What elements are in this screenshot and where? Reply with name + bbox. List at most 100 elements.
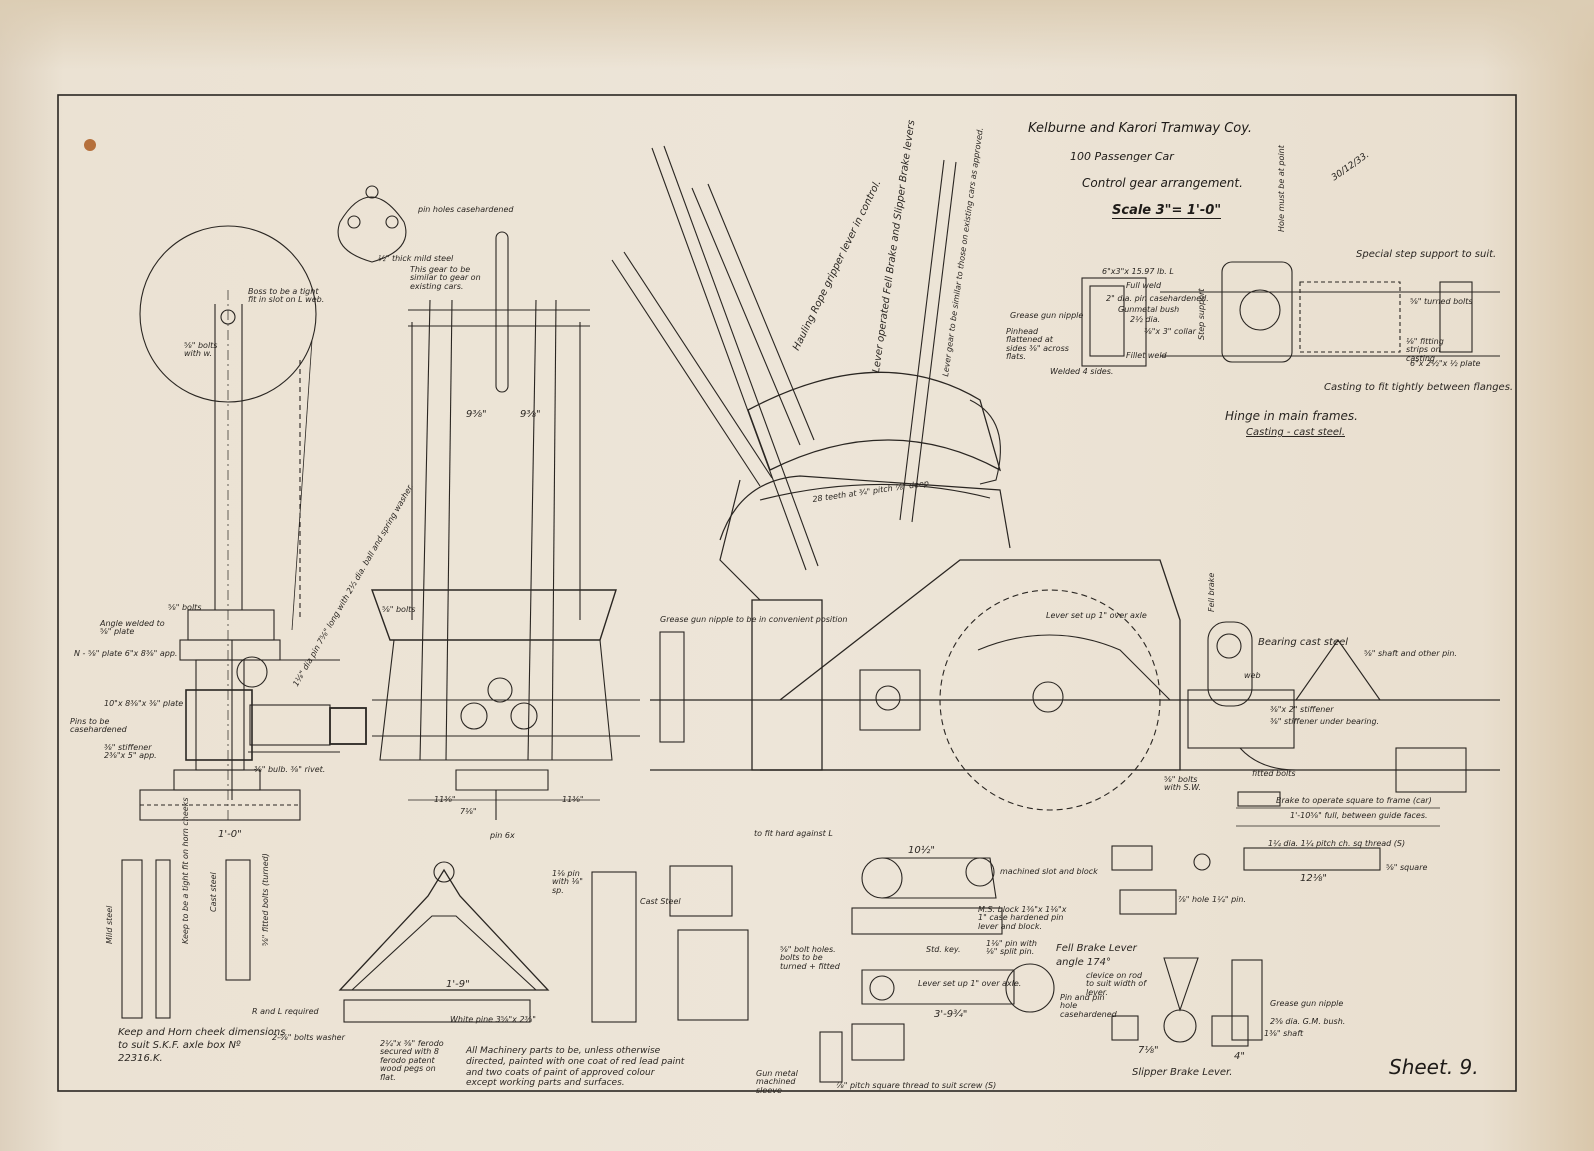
ferodo-note: 2¼"x ⅜" ferodo secured with 8 ferodo pat… [380,1039,444,1082]
punch-hole [84,139,96,151]
company-title: Kelburne and Karori Tramway Coy. [1028,121,1253,136]
lever-set-up-bottom-label: Lever set up 1" over axle. [918,979,1022,988]
keep-tight-label: Keep to be a tight fit on horn cheeks [181,797,190,944]
bush-label: Gunmetal bush [1118,305,1180,314]
boss-note: Boss to be a tight fit in slot on L web. [248,287,325,305]
sheet-number: Sheet. 9. [1389,1055,1479,1079]
plate-10-label: 10"x 8⅜"x ⅜" plate [104,699,184,708]
pin-label: 2" dia. pin casehardened. [1106,294,1209,303]
pinhead-label: Pinhead flattened at sides ⅜" across fla… [1006,327,1069,362]
dim-left-label: 9⅜" [466,409,487,420]
triangle-plate [337,196,407,263]
pin-hole-label: Pin and pin hole casehardened [1060,993,1117,1019]
grease-nipple-label: Grease gun nipple to be in convenient po… [660,615,848,624]
dim-3-9: 3'-9¾" [934,1009,968,1020]
r-and-l-label: R and L required [252,1007,319,1016]
mild-steel-label: ½" thick mild steel [378,254,454,263]
car-title: 100 Passenger Car [1070,150,1174,163]
pin-note-label: 1⅛ pin with ⅛" sp. [552,869,583,895]
dim-1-9: 1'-9" [446,979,470,990]
angle-174-label: angle 174° [1056,957,1112,968]
square-label: ⅝" square [1386,863,1428,872]
stiffener-label-left: ⅜" stiffener 2⅜"x 5" app. [104,743,157,761]
slipper-brake-label: Slipper Brake Lever. [1132,1067,1233,1078]
bolt-note-left: ⅝" bolts [168,603,202,612]
fitted-bolts-bottom-label: ⅝" fitted bolts (turned) [261,853,270,946]
pin-dia-label: 1¼" pin. [1212,895,1246,904]
gear-circle [139,225,317,403]
fillet-weld-label: Fillet weld [1126,351,1167,360]
dim-4: 4" [1234,1051,1245,1062]
pin-circle [236,656,268,688]
web-label: web [1244,671,1261,680]
center-bolts-label: ⅝" bolts [382,605,416,614]
gm-bush-label: 2⅝ dia. G.M. bush. [1270,1017,1346,1026]
brake-note: Brake to operate square to frame (car) [1276,796,1432,805]
gear-note: This gear to be similar to gear on exist… [410,265,481,291]
stiffener-under-label: ⅜" stiffener under bearing. [1270,717,1380,726]
drawing-border [57,94,1517,1092]
bulb-label: ⅜" bulb. ⅜" rivet. [254,765,326,774]
subject-title: Control gear arrangement. [1082,176,1243,190]
thread-s-label: 1¼ dia. 1¼ pitch ch. sq thread (S) [1268,839,1406,848]
dim-10: 10½" [908,845,936,856]
pin-holes-label: pin holes casehardened [418,205,514,214]
dim-bottom-3: 11⅜" [562,795,584,804]
cast-steel-label: Cast steel [209,872,218,912]
welded-label: Welded 4 sides. [1050,367,1114,376]
grease-label: Grease gun nipple [1010,311,1084,320]
bearing-label: Bearing cast steel [1258,637,1349,648]
hinge-title: Hinge in main frames. [1225,409,1358,423]
dim-bottom-1: 11⅜" [434,795,456,804]
pins-casehardened-label: Pins to be casehardened [70,717,127,735]
pin-split-label: 1⅛" pin with ⅛" split pin. [986,939,1037,957]
dim-right-label: 9⅜" [520,409,541,420]
plate-n-label: N - ⅝" plate 6"x 8⅜" app. [74,649,178,658]
dim-7: 7⅛" [1138,1045,1159,1056]
special-step-label: Special step support to suit. [1356,249,1497,260]
grease-nipple-bottom-label: Grease gun nipple [1270,999,1344,1008]
lever-set-up-label: Lever set up 1" over axle [1046,611,1147,620]
dim-bottom-2: 7⅛" [460,807,477,816]
fitted-against-label: to fit hard against L [754,829,833,838]
thread-note: ⅞" pitch square thread to suit screw (S) [836,1081,997,1090]
gun-metal-label: Gun metal machined sleeve [756,1069,798,1095]
angle-welded-label: Angle welded to ⅝" plate [100,619,165,637]
ms-block-label: M.S. block 1⅜"x 1⅛"x 1" case hardened pi… [978,905,1067,931]
shaft-pin-label: ⅝" shaft and other pin. [1364,649,1457,658]
bolts-sw-label: ⅝" bolts with S.W. [1164,775,1201,793]
machinery-note: All Machinery parts to be, unless otherw… [466,1046,685,1089]
bush-dia-label: 2½ dia. [1130,315,1161,324]
bracket-frame [338,868,550,991]
fell-brake-side-label: Fell brake [1207,572,1216,612]
std-key-label: Std. key. [926,945,961,954]
guide-faces-label: 1'-10⅝" full, between guide faces. [1290,811,1428,820]
fitted-bolts-label: fitted bolts [1252,769,1296,778]
white-pine-label: White pine 3⅝"x 2⅜" [450,1015,536,1024]
cast-steel-2-label: Cast Steel [640,897,681,906]
hinge-subtitle: Casting - cast steel. [1246,427,1345,438]
casting-note: Casting to fit tightly between flanges. [1324,382,1514,393]
hole-dia-label: ⅞" hole [1178,895,1210,904]
dim-1-0: 1'-0" [218,829,242,840]
machined-slot-label: machined slot and block [1000,867,1098,876]
dim-12: 12⅛" [1300,873,1328,884]
collar-label: ⅜"x 3" collar [1144,327,1196,336]
hinge-plate-label: 6"x 2½"x ½ plate [1410,359,1481,368]
stiffener-label: ⅜"x 2" stiffener [1270,705,1334,714]
step-support-label: Step support [1197,288,1206,340]
hole-note: Hole must be at point [1277,145,1286,232]
fell-lever-label: Fell Brake Lever [1056,943,1137,954]
mild-steel-bottom-label: Mild steel [105,905,114,944]
pin-6x-label: pin 6x [490,831,515,840]
bolts-washer-bottom-label: 2-⅝" bolts washer [272,1033,345,1042]
shaft-label: 1⅜" shaft [1264,1029,1304,1038]
scale-label: Scale 3"= 1'-0" [1112,203,1222,219]
turned-bolts-label: ⅝" turned bolts [1410,297,1473,306]
bolt-holes-label: ⅝" bolt holes. bolts to be turned + fitt… [780,945,840,971]
keep-horn-note: Keep and Horn cheek dimensions to suit S… [118,1027,286,1064]
angle-label: 6"x3"x 15.97 lb. L [1102,267,1174,276]
bolts-washer-label: ⅝" bolts with w. [184,341,218,359]
